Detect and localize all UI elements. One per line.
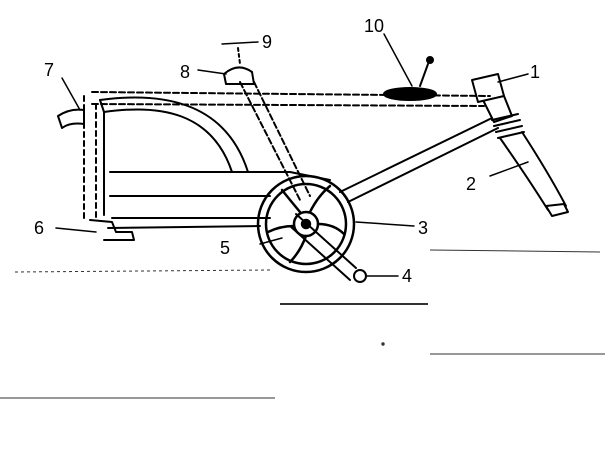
- callout-8: 8: [180, 62, 190, 82]
- top-tube-bracket: [383, 56, 437, 101]
- leader-lines: [55, 33, 529, 277]
- frame: [83, 81, 499, 241]
- callout-2: 2: [466, 174, 476, 194]
- seat-post: [223, 47, 255, 85]
- head-tube-fork: [471, 73, 569, 217]
- callout-5: 5: [220, 238, 230, 258]
- chainring: [256, 174, 356, 274]
- callout-9: 9: [262, 32, 272, 52]
- callout-4: 4: [402, 266, 412, 286]
- callout-1: 1: [530, 62, 540, 82]
- callout-7: 7: [44, 60, 54, 80]
- callout-3: 3: [418, 218, 428, 238]
- rear-fender: [57, 108, 85, 129]
- scan-lines: [0, 249, 605, 399]
- callout-10: 10: [364, 16, 384, 36]
- callout-6: 6: [34, 218, 44, 238]
- callout-labels: 1 2 3 4 5 6 7 8 9 10: [34, 16, 540, 286]
